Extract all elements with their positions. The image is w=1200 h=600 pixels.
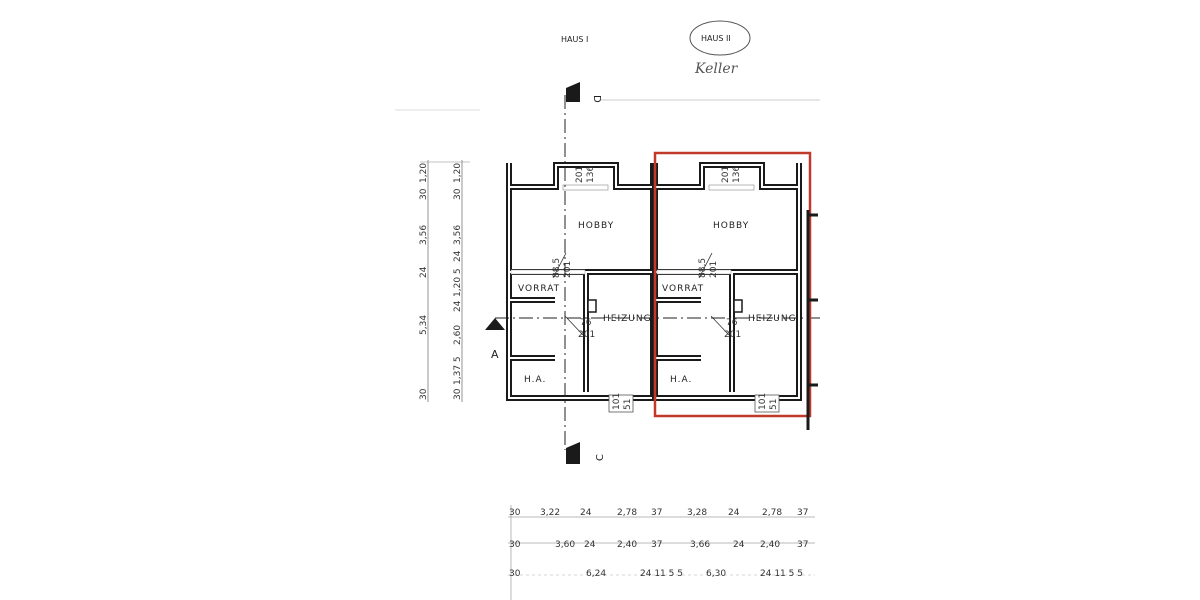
door-hobby-width-2: 88,5 (698, 258, 708, 278)
bottom-dim-label: 37 (797, 508, 808, 518)
room-ha-1: H.A. (524, 375, 546, 385)
window-top-height-1: 136 (586, 166, 596, 183)
window-bottom-width-1: 101 (612, 393, 622, 410)
bottom-dims-row3: 30 6,24 24 11 5 5 6,30 24 11 5 5 (509, 569, 803, 579)
left-dim-label: 30 (419, 188, 429, 200)
bottom-dim-label: 30 (509, 569, 521, 579)
bottom-dim-label: 2,40 (760, 540, 780, 550)
left-dim-label: 1,20 5 (453, 268, 463, 297)
door-hobby-height-2: 201 (709, 261, 719, 278)
bottom-dim-label: 24 11 5 5 (640, 569, 683, 579)
room-hobby-1: HOBBY (578, 221, 614, 231)
left-dim-label: 2,60 (453, 325, 463, 345)
left-dim-label: 3,56 (453, 225, 463, 245)
window-top-width-1: 201 (575, 166, 585, 183)
section-arrow-d (566, 82, 580, 102)
bottom-dim-label: 24 11 5 5 (760, 569, 803, 579)
section-label-c: C (595, 454, 606, 461)
bottom-dim-label: 6,30 (706, 569, 726, 579)
bottom-dim-label: 6,24 (586, 569, 606, 579)
bottom-dim-label: 24 (728, 508, 740, 518)
bottom-dim-label: 30 (509, 508, 521, 518)
bottom-dim-label: 3,66 (690, 540, 710, 550)
bottom-dim-label: 37 (651, 508, 662, 518)
left-dim-label: 30 (453, 188, 463, 200)
left-dim-label: 1,37 5 (453, 356, 463, 385)
keller-note: Keller (694, 61, 739, 77)
room-vorrat-1: VORRAT (518, 284, 560, 294)
bottom-dim-label: 24 (584, 540, 596, 550)
room-heizung-2: HEIZUNG (748, 314, 797, 324)
door-heizung-height-1: 201 (578, 330, 595, 340)
bottom-dim-label: 3,60 (555, 540, 575, 550)
window-top-height-2: 136 (732, 166, 742, 183)
left-dims-col2: 30 1,20 3,56 24 1,20 5 24 2,60 1,37 5 30 (453, 163, 463, 400)
door-heizung-width-2: 76 (726, 318, 738, 328)
left-dim-label: 1,20 (453, 163, 463, 183)
door-hobby-height-1: 201 (563, 261, 573, 278)
left-dim-label: 5,34 (419, 315, 429, 335)
bottom-dim-label: 3,22 (540, 508, 560, 518)
left-dim-label: 30 (453, 388, 463, 400)
bottom-dim-label: 37 (651, 540, 662, 550)
door-hobby-width-1: 88,5 (552, 258, 562, 278)
section-label-d: D (591, 95, 602, 103)
left-dim-label: 3,56 (419, 225, 429, 245)
haus-1-label: HAUS I (561, 35, 588, 44)
room-ha-2: H.A. (670, 375, 692, 385)
door-heizung-width-1: 76 (580, 318, 592, 328)
room-hobby-2: HOBBY (713, 221, 749, 231)
window-bottom-height-1: 51 (623, 399, 633, 410)
bottom-dim-label: 24 (580, 508, 592, 518)
haus-2-circle (689, 20, 751, 56)
left-dim-label: 1,20 (419, 163, 429, 183)
bottom-dim-label: 24 (733, 540, 745, 550)
haus-2-label: HAUS II (701, 34, 731, 43)
neighbour-wall (806, 210, 818, 430)
haus-2-highlight (653, 151, 812, 418)
bottom-dim-label: 2,78 (762, 508, 782, 518)
door-heizung-height-2: 201 (724, 330, 741, 340)
bottom-dims-row1: 30 3,22 24 2,78 37 3,28 24 2,78 37 (509, 508, 808, 518)
bottom-dim-label: 2,78 (617, 508, 637, 518)
section-arrow-c (566, 442, 580, 464)
bottom-dim-label: 2,40 (617, 540, 637, 550)
window-bottom-width-2: 101 (758, 393, 768, 410)
left-dim-label: 24 (453, 250, 463, 262)
window-top-width-2: 201 (721, 166, 731, 183)
bottom-dim-label: 30 (509, 540, 521, 550)
left-dim-label: 24 (453, 300, 463, 312)
section-label-a: A (491, 348, 499, 361)
bottom-dims-row2: 30 3,60 24 2,40 37 3,66 24 2,40 37 (509, 540, 808, 550)
bottom-dim-label: 3,28 (687, 508, 707, 518)
left-dims-col1: 30 1,20 3,56 24 5,34 30 (419, 163, 429, 400)
window-bottom-height-2: 51 (769, 399, 779, 410)
room-heizung-1: HEIZUNG (603, 314, 652, 324)
section-arrow-a (485, 318, 505, 330)
left-dim-label: 30 (419, 388, 429, 400)
bottom-dim-label: 37 (797, 540, 808, 550)
room-vorrat-2: VORRAT (662, 284, 704, 294)
left-dim-label: 24 (419, 266, 429, 278)
